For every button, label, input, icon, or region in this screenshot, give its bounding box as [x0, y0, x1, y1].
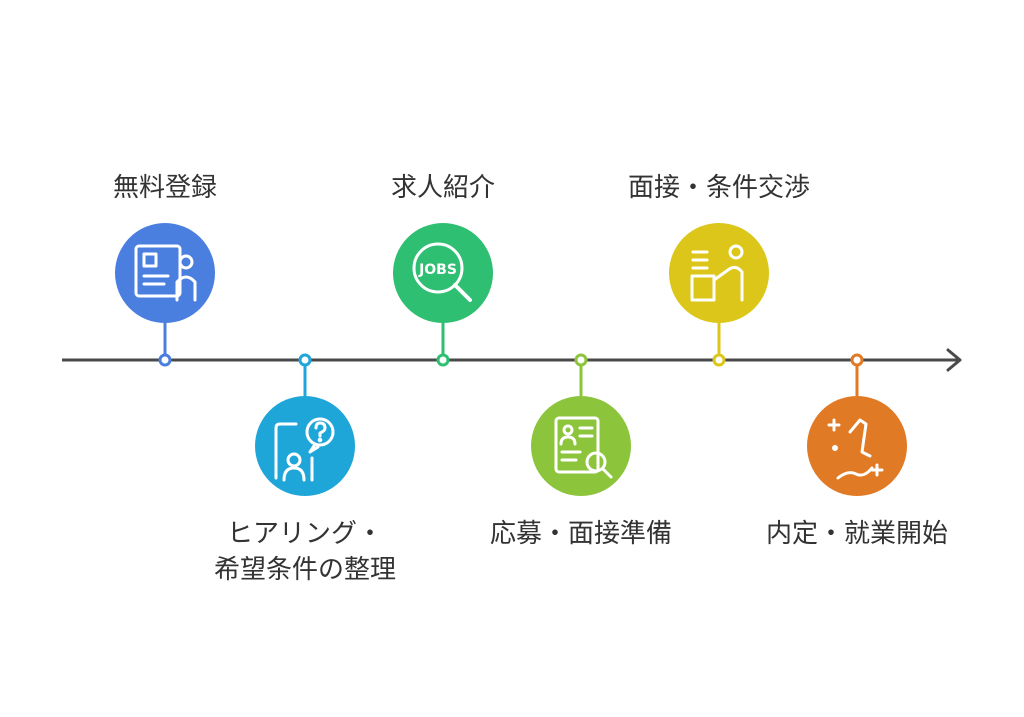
step-5-label: 面接・条件交渉 — [589, 170, 849, 206]
step-6-label-line-1: 内定・就業開始 — [765, 519, 948, 549]
step-3-node: JOBS — [393, 223, 493, 367]
step-3-label: 求人紹介 — [313, 170, 573, 206]
step-1-label-line-1: 無料登録 — [112, 173, 217, 203]
jobs-text: JOBS — [418, 262, 457, 278]
registration-profile-icon — [134, 244, 197, 302]
step-6-label: 内定・就業開始 — [727, 516, 987, 552]
step-4-label-line-1: 応募・面接準備 — [489, 519, 672, 549]
step-5-label-line-1: 面接・条件交渉 — [627, 173, 810, 203]
jobs-search-icon: JOBS — [412, 242, 472, 302]
step-2-label: ヒアリング・ 希望条件の整理 — [175, 516, 435, 588]
step-5-node — [669, 223, 769, 367]
step-3-label-line-1: 求人紹介 — [390, 173, 495, 203]
step-2-label-line-1: ヒアリング・ — [226, 519, 383, 549]
consultation-question-icon — [274, 417, 335, 482]
step-4-label: 応募・面接準備 — [451, 516, 711, 552]
step-6-node — [807, 353, 907, 496]
first-place-start-icon — [827, 418, 884, 480]
interview-desk-icon — [690, 244, 744, 302]
step-4-node — [531, 353, 631, 496]
step-2-label-line-2: 希望条件の整理 — [213, 555, 396, 585]
step-1-node — [115, 223, 215, 367]
timeline-arrowhead — [946, 348, 962, 372]
resume-review-icon — [554, 416, 613, 479]
step-1-label: 無料登録 — [35, 170, 295, 206]
step-2-node — [255, 353, 355, 496]
